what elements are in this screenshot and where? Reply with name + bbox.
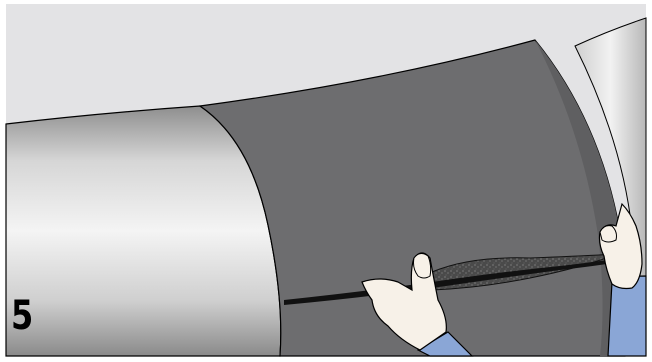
step-number: 5 — [11, 296, 33, 336]
right-thumb — [600, 226, 617, 242]
